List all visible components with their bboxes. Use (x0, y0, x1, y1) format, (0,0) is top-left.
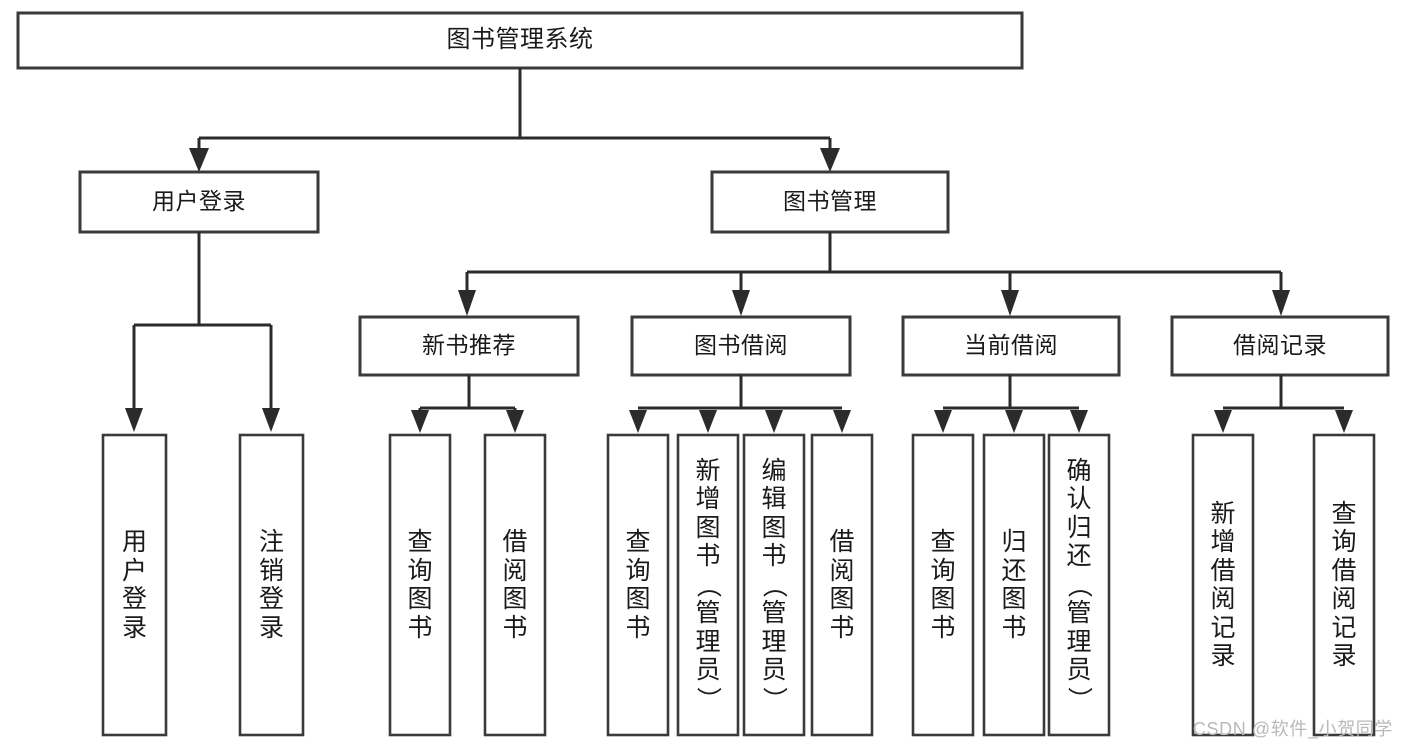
arrowhead-leaf-book-borrow-0 (629, 410, 647, 433)
leaf-box-borrow-record-1[interactable] (1312, 433, 1376, 737)
connector-book-borrow-to-leaves (629, 375, 851, 433)
arrowhead-leaf-user-login-1 (262, 408, 280, 432)
arrowhead-book-borrow (732, 290, 750, 316)
arrowhead-leaf-current-borrow-0 (934, 410, 952, 433)
leaf-box-new-book-1[interactable] (483, 433, 547, 737)
node-box-new-book-recommend[interactable] (358, 315, 580, 377)
arrowhead-leaf-book-borrow-1 (699, 410, 717, 433)
node-box-borrow-record[interactable] (1170, 315, 1390, 377)
leaf-box-book-borrow-2[interactable] (742, 433, 806, 737)
node-box-book-borrow[interactable] (630, 315, 852, 377)
leaf-box-book-borrow-1[interactable] (676, 433, 740, 737)
arrowhead-book-management (820, 148, 840, 172)
leaf-box-new-book-0[interactable] (388, 433, 452, 737)
arrowhead-borrow-record (1272, 290, 1290, 316)
arrowhead-leaf-new-book-0 (411, 410, 429, 433)
node-box-book-management[interactable] (710, 170, 950, 234)
leaf-box-user-login-1[interactable] (238, 433, 305, 737)
connector-book-management-to-level3 (458, 232, 1290, 316)
arrowhead-current-borrow (1001, 290, 1019, 316)
leaf-box-current-borrow-1[interactable] (982, 433, 1046, 737)
arrowhead-user-login (189, 148, 209, 172)
arrowhead-leaf-borrow-record-1 (1335, 410, 1353, 433)
arrowhead-leaf-new-book-1 (506, 410, 524, 433)
leaf-box-book-borrow-3[interactable] (810, 433, 874, 737)
arrowhead-leaf-current-borrow-2 (1070, 410, 1088, 433)
node-box-root[interactable] (16, 11, 1024, 70)
leaf-box-current-borrow-0[interactable] (911, 433, 975, 737)
connector-new-book-to-leaves (411, 375, 524, 433)
node-box-current-borrow[interactable] (901, 315, 1121, 377)
arrowhead-leaf-book-borrow-3 (833, 410, 851, 433)
connector-borrow-record-to-leaves (1214, 375, 1353, 433)
arrowhead-leaf-borrow-record-0 (1214, 410, 1232, 433)
arrowhead-leaf-user-login-0 (125, 408, 143, 432)
leaf-box-user-login-0[interactable] (101, 433, 168, 737)
leaf-box-borrow-record-0[interactable] (1191, 433, 1255, 737)
connector-current-borrow-to-leaves (934, 375, 1088, 433)
connector-root-to-level2 (189, 68, 840, 172)
arrowhead-new-book-recommend (458, 290, 476, 316)
leaf-box-book-borrow-0[interactable] (606, 433, 670, 737)
connector-user-login-to-leaves (125, 232, 280, 432)
arrowhead-leaf-current-borrow-1 (1005, 410, 1023, 433)
arrowhead-leaf-book-borrow-2 (765, 410, 783, 433)
leaf-box-current-borrow-2[interactable] (1047, 433, 1111, 737)
node-box-user-login[interactable] (78, 170, 320, 234)
